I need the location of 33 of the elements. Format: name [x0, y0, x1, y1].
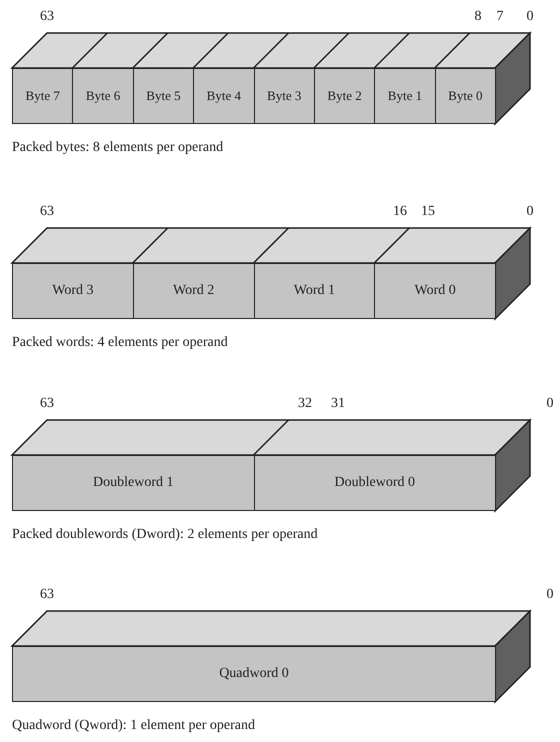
bit-number: 15	[421, 204, 435, 220]
element-box: Byte 2	[314, 68, 376, 124]
bit-number: 63	[40, 396, 54, 412]
bit-number: 0	[546, 587, 554, 603]
element-box: Doubleword 0	[254, 455, 496, 511]
bit-number: 31	[331, 396, 345, 412]
element-box: Byte 4	[193, 68, 254, 124]
bit-number: 7	[496, 9, 504, 25]
element-box: Byte 6	[72, 68, 134, 124]
element-box: Quadword 0	[12, 646, 496, 702]
element-box: Word 3	[12, 263, 134, 319]
bit-number: 32	[298, 396, 312, 412]
bit-number: 8	[474, 9, 482, 25]
bit-number: 63	[40, 9, 54, 25]
caption: Packed bytes: 8 elements per operand	[12, 140, 224, 156]
bit-number: 63	[40, 587, 54, 603]
bit-number: 16	[393, 204, 407, 220]
element-box: Byte 3	[254, 68, 315, 124]
element-box: Byte 0	[434, 68, 496, 124]
element-box: Byte 1	[374, 68, 436, 124]
caption: Quadword (Qword): 1 element per operand	[12, 718, 255, 734]
bit-number: 0	[526, 9, 534, 25]
element-box: Doubleword 1	[12, 455, 254, 511]
bit-number: 0	[526, 204, 534, 220]
caption: Packed words: 4 elements per operand	[12, 335, 228, 351]
element-box: Word 0	[374, 263, 496, 319]
caption: Packed doublewords (Dword): 2 elements per operand	[12, 527, 318, 543]
bit-number: 63	[40, 204, 54, 220]
element-box: Word 1	[254, 263, 376, 319]
element-box: Byte 5	[132, 68, 194, 124]
element-box: Byte 7	[12, 68, 74, 124]
bit-number: 0	[546, 396, 554, 412]
element-box: Word 2	[132, 263, 254, 319]
